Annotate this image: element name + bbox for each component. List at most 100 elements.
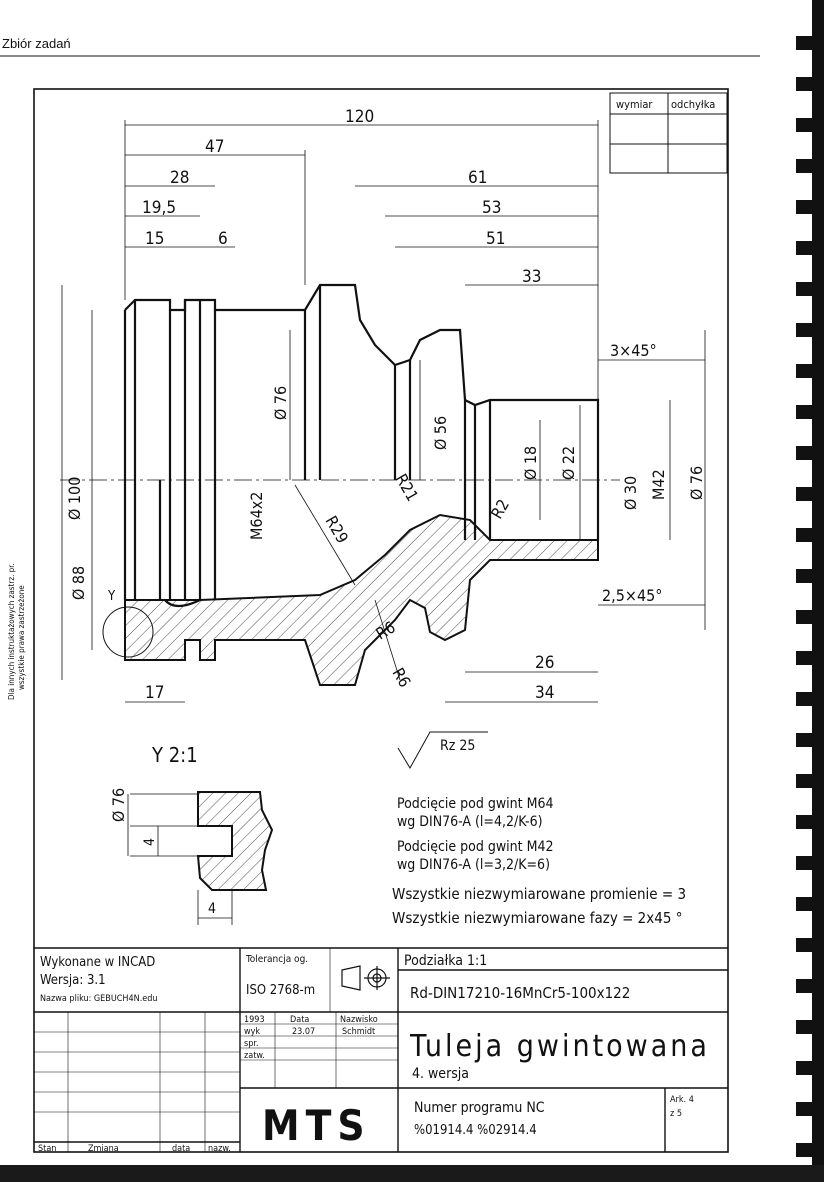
mts-logo: MTS (262, 1101, 371, 1150)
dim-51: 51 (486, 229, 505, 249)
binder-ring (796, 528, 812, 542)
binder-ring (796, 241, 812, 255)
binder-ring (796, 692, 812, 706)
detail-y-circle (102, 606, 154, 658)
binder-strip (796, 0, 824, 1182)
tb-sheet-label: Ark. 4 (670, 1095, 694, 1105)
detail-width-4-horizontal: 4 (208, 901, 216, 917)
dim-dia-22: Ø 22 (559, 446, 578, 480)
tb-rev-data: data (172, 1144, 190, 1154)
binder-ring (796, 1020, 812, 1034)
binder-ring (796, 651, 812, 665)
binder-ring (796, 487, 812, 501)
dim-17: 17 (145, 683, 164, 703)
dim-6: 6 (218, 229, 228, 249)
projection-symbol-icon (341, 965, 390, 991)
roughness-symbol: Rz 25 (397, 731, 488, 769)
tb-file-name: Nazwa pliku: GEBUCH4N.edu (40, 994, 158, 1004)
binder-ring (796, 815, 812, 829)
note-4: wg DIN76-A (l=3,2/K=6) (397, 857, 550, 873)
note-1: Podcięcie pod gwint M64 (397, 796, 553, 812)
dim-m42: M42 (649, 469, 668, 500)
tb-made-in: Wykonane w INCAD (40, 955, 155, 970)
tb-part-title: Tuleja gwintowana (409, 1029, 710, 1064)
binder-ring (796, 1061, 812, 1075)
binder-ring (796, 856, 812, 870)
tb-wyk-date: 23.07 (292, 1027, 315, 1037)
binder-ring (796, 118, 812, 132)
dim-dia-30: Ø 30 (621, 476, 640, 510)
tb-rev-nazw: nazw. (208, 1144, 231, 1154)
detail-dia-76: Ø 76 (109, 788, 128, 822)
tb-wyk: wyk (244, 1027, 260, 1037)
dim-53: 53 (482, 198, 501, 218)
binder-ring (796, 323, 812, 337)
dim-47: 47 (205, 137, 224, 157)
detail-y-mark: Y (107, 589, 116, 604)
binder-ring (796, 938, 812, 952)
binder-ring (796, 36, 812, 50)
part-outline (123, 283, 600, 608)
binder-spine (812, 0, 824, 1182)
binder-ring (796, 364, 812, 378)
dim-61: 61 (468, 168, 487, 188)
notes: Podcięcie pod gwint M64 wg DIN76-A (l=4,… (392, 796, 686, 927)
binder-ring (796, 979, 812, 993)
binder-ring (796, 282, 812, 296)
tb-scale: Podziałka 1:1 (404, 953, 487, 969)
binder-ring (796, 1102, 812, 1116)
part-section (124, 513, 599, 686)
tb-version: Wersja: 3.1 (40, 973, 106, 988)
dim-dia-88: Ø 88 (69, 566, 88, 600)
note-6: Wszystkie niezwymiarowane fazy = 2x45 ° (392, 909, 682, 927)
tb-date-label: Data (290, 1015, 309, 1025)
detail-title: Y 2:1 (151, 743, 198, 767)
binder-ring (796, 446, 812, 460)
note-2: wg DIN76-A (l=4,2/K-6) (397, 814, 543, 830)
dim-dia-76-right: Ø 76 (687, 466, 706, 500)
dim-33: 33 (522, 267, 541, 287)
binder-ring (796, 569, 812, 583)
dim-dia-56: Ø 56 (431, 416, 450, 450)
tb-year: 1993 (244, 1015, 265, 1025)
binder-ring (796, 1143, 812, 1157)
tb-tolerance-label: Tolerancja og. (245, 954, 308, 965)
tb-sheet-value: z 5 (670, 1109, 682, 1119)
side-note-line2: wszystkie prawa zastrzeżone (17, 585, 26, 690)
dim-r6-b: R6 (389, 665, 415, 691)
note-3: Podcięcie pod gwint M42 (397, 839, 553, 855)
tb-tolerance-value: ISO 2768-m (246, 983, 315, 998)
tb-wyk-name: Schmidt (342, 1027, 375, 1037)
page-header-title: Zbiór zadań (2, 36, 71, 51)
binder-ring (796, 200, 812, 214)
dim-26: 26 (535, 653, 554, 673)
dim-15: 15 (145, 229, 164, 249)
dimension-lines (61, 120, 706, 703)
page-bottom-edge (0, 1165, 824, 1182)
dim-m64x2: M64x2 (247, 492, 266, 540)
dim-dia-18: Ø 18 (521, 446, 540, 480)
note-5: Wszystkie niezwymiarowane promienie = 3 (392, 885, 686, 903)
tb-zatw: zatw. (244, 1051, 265, 1061)
dim-chamfer-3x45: 3×45° (610, 341, 657, 360)
tb-rev-zmiana: Zmiana (88, 1144, 119, 1154)
binder-ring (796, 733, 812, 747)
dim-120: 120 (345, 107, 374, 127)
roughness-value: Rz 25 (440, 738, 475, 754)
tb-program-label: Numer programu NC (414, 1100, 545, 1116)
tb-name-label: Nazwisko (340, 1015, 378, 1025)
tb-material: Rd-DIN17210-16MnCr5-100x122 (410, 984, 630, 1002)
side-note-line1: Dla innych instruktażowych zastrz. pr. (7, 563, 16, 700)
deviation-col-odchylka: odchyłka (671, 98, 715, 111)
dim-19-5: 19,5 (142, 198, 176, 218)
dim-r21: R21 (392, 471, 423, 505)
dim-dia-76-left: Ø 76 (271, 386, 290, 420)
dim-r29: R29 (322, 513, 353, 547)
dim-28: 28 (170, 168, 189, 188)
tb-part-version: 4. wersja (412, 1066, 469, 1082)
detail-width-4-vertical: 4 (142, 838, 158, 846)
dim-dia-100: Ø 100 (65, 477, 84, 520)
binder-ring (796, 405, 812, 419)
binder-ring (796, 774, 812, 788)
